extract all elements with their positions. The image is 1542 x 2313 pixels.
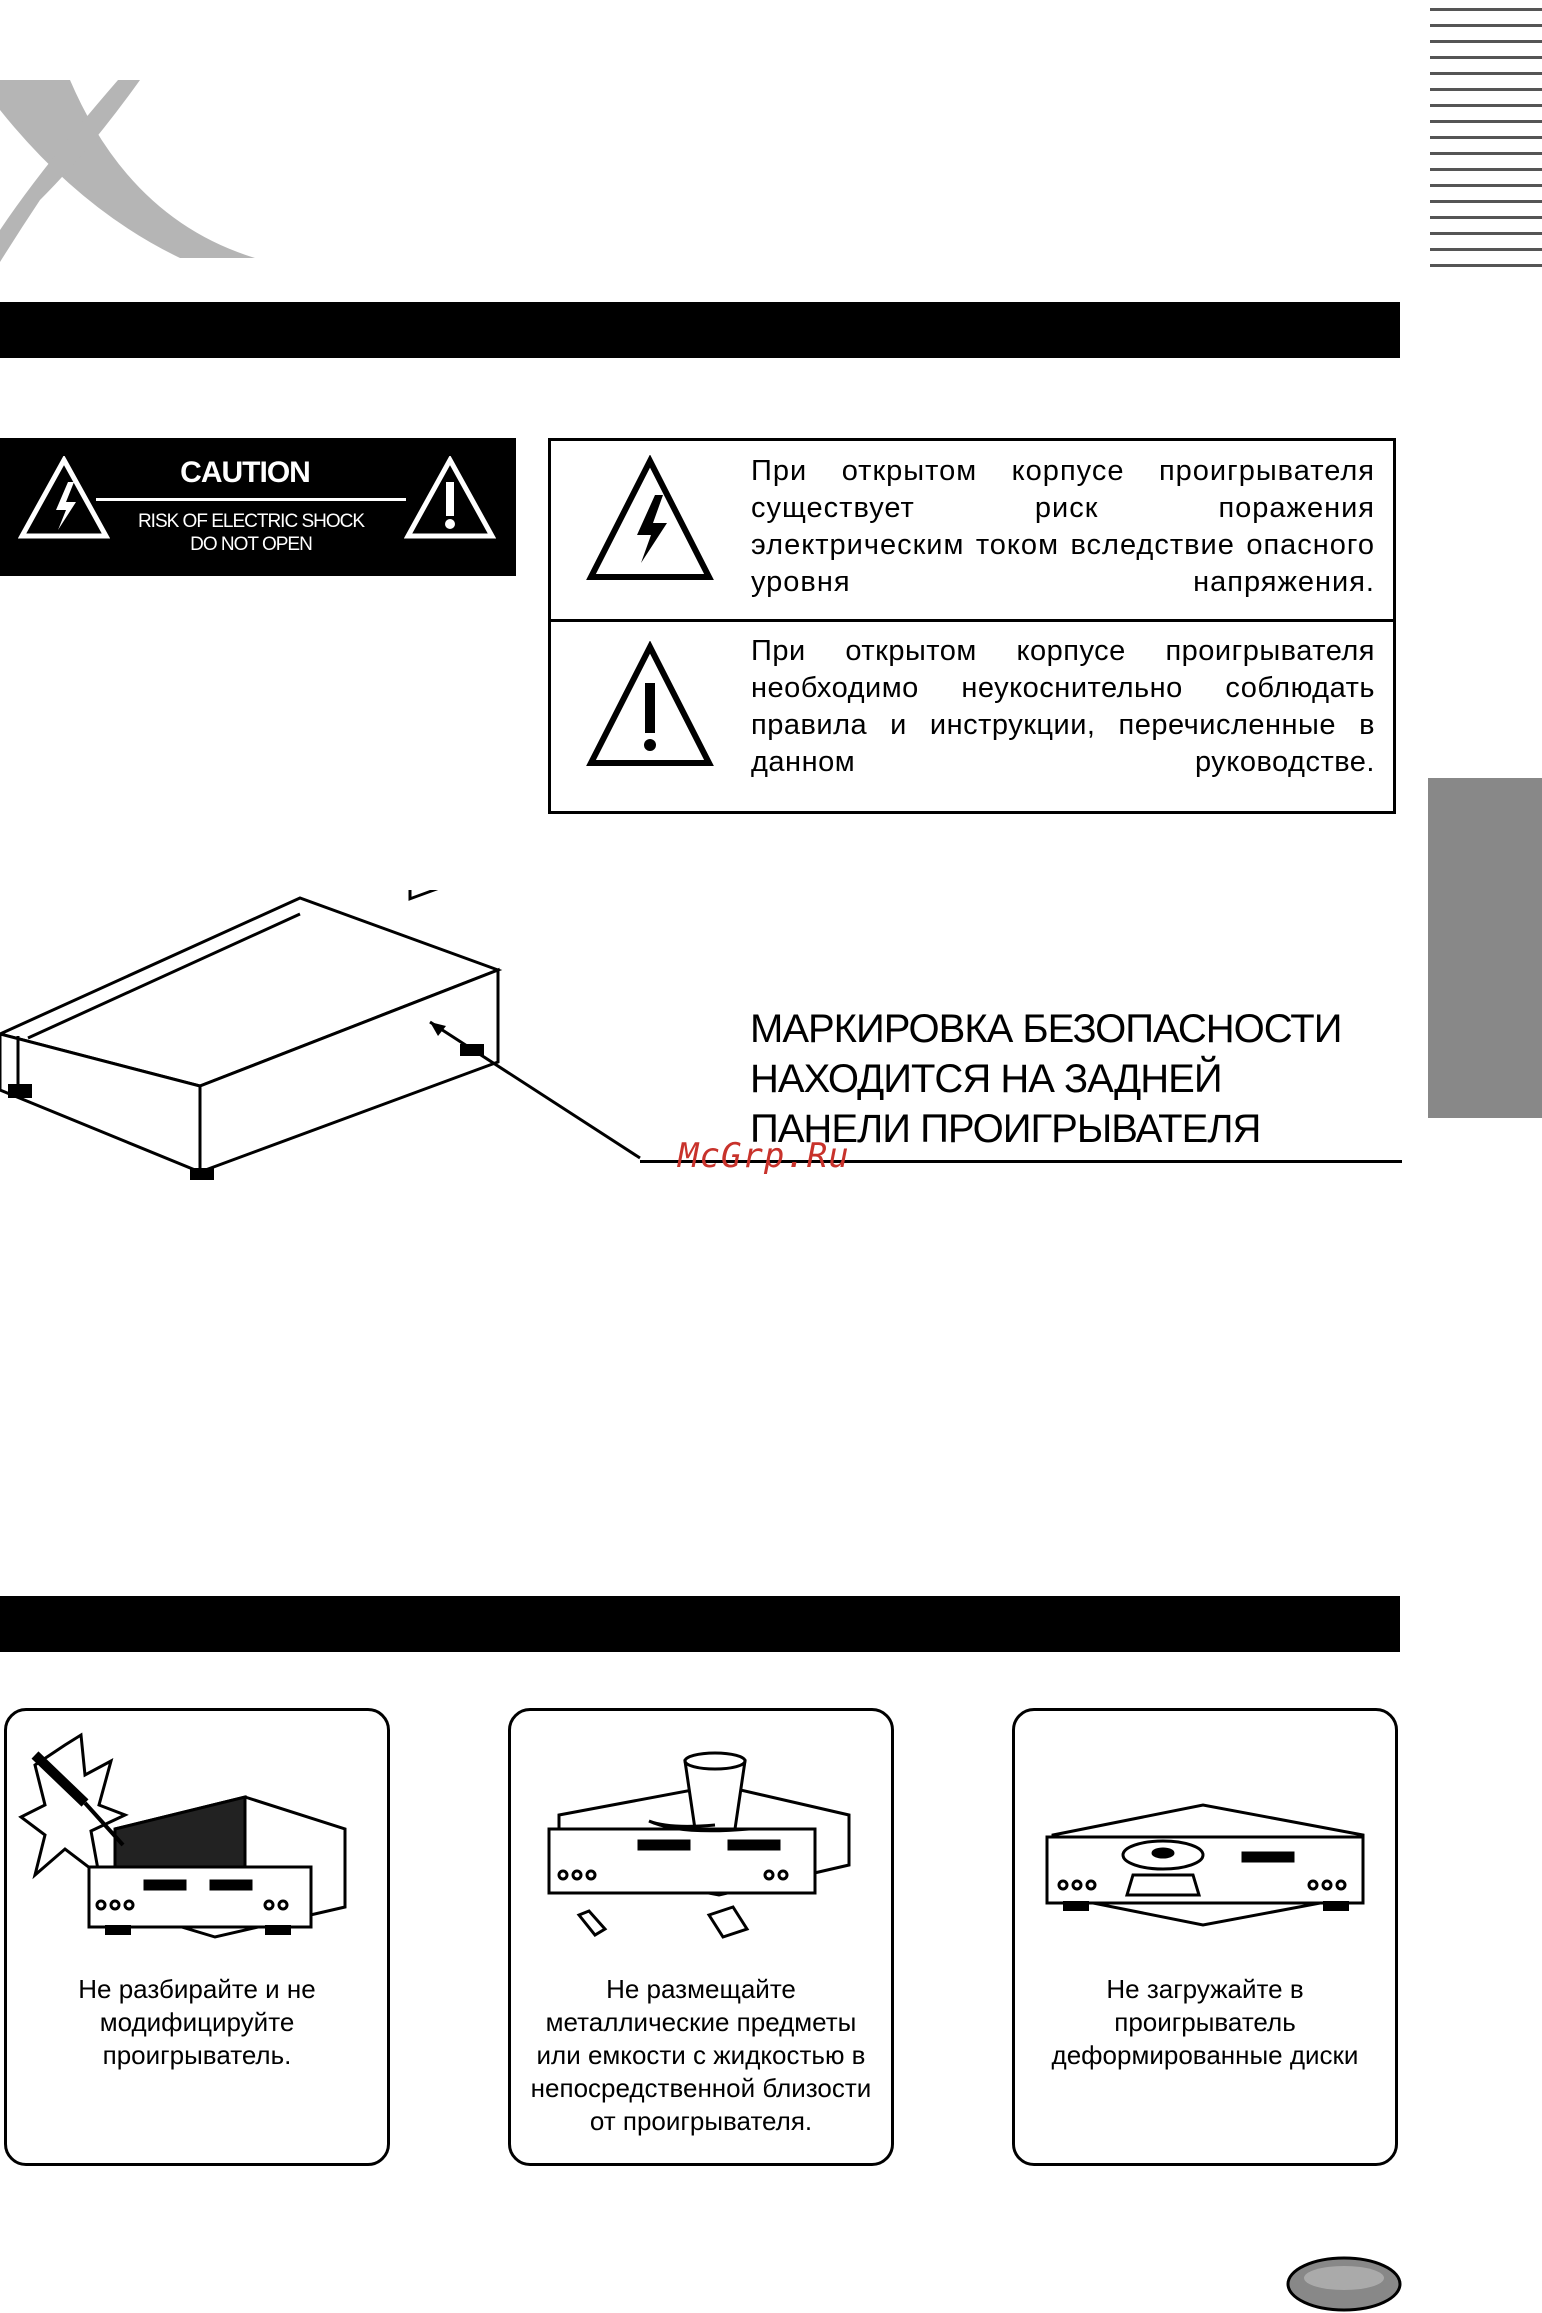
caution-line1: RISK OF ELECTRIC SHOCK — [137, 511, 365, 532]
lightning-warning-icon — [18, 456, 110, 539]
warning-text-1: При открытом корпусе проигрывателя сущес… — [751, 455, 1375, 598]
card-text-3: Не загружайте в проигрыватель деформиров… — [1051, 1974, 1359, 2070]
safety-marking-text: МАРКИРОВКА БЕЗОПАСНОСТИ НАХОДИТСЯ НА ЗАД… — [750, 1004, 1400, 1154]
page-number-badge — [1286, 2256, 1402, 2312]
safety-card-discs: Не загружайте в проигрыватель деформиров… — [1012, 1708, 1398, 2166]
halftone-dots — [1332, 1598, 1392, 1651]
brand-x-logo — [0, 80, 255, 262]
watermark: McGrp.Ru — [678, 1136, 850, 1176]
marking-line2: НАХОДИТСЯ НА ЗАДНЕЙ — [750, 1057, 1223, 1101]
caution-divider — [96, 498, 406, 501]
section-stripes — [1430, 8, 1542, 267]
safety-card-liquids: Не размещайте металлические предметы или… — [508, 1708, 894, 2166]
deformed-disc-icon — [1045, 1803, 1365, 1927]
marking-underline — [640, 1160, 1402, 1163]
warning-divider — [551, 619, 1393, 622]
screwdriver-disassembly-icon — [18, 1732, 347, 1939]
section-header-bar — [0, 1596, 1400, 1652]
caution-line2: DO NOT OPEN — [190, 534, 313, 555]
section-header-bar — [0, 302, 1400, 358]
marking-line3: ПАНЕЛИ ПРОИГРЫВАТЕЛЯ — [750, 1107, 1261, 1151]
language-tab — [1428, 778, 1542, 1118]
lightning-warning-icon — [586, 455, 714, 580]
card-text-1: Не разбирайте и не модифицируйте проигры… — [78, 1974, 316, 2070]
caution-subtitle: RISK OF ELECTRIC SHOCK DO NOT OPEN — [96, 510, 406, 556]
exclamation-warning-icon — [586, 641, 714, 766]
safety-card-disassembly: Не разбирайте и не модифицируйте проигры… — [4, 1708, 390, 2166]
liquid-glass-icon — [547, 1751, 851, 1939]
player-rear-illustration — [0, 890, 641, 1180]
exclamation-warning-icon — [404, 456, 496, 539]
caution-plate: CAUTION RISK OF ELECTRIC SHOCK DO NOT OP… — [0, 438, 516, 576]
warning-table: При открытом корпусе проигрывателя сущес… — [548, 438, 1396, 814]
warning-text-2: При открытом корпусе проигрывателя необх… — [751, 635, 1375, 778]
halftone-dots — [1332, 304, 1392, 357]
card-text-2: Не размещайте металлические предметы или… — [530, 1974, 872, 2136]
caution-title: CAUTION — [180, 456, 311, 489]
marking-line1: МАРКИРОВКА БЕЗОПАСНОСТИ — [750, 1007, 1342, 1051]
